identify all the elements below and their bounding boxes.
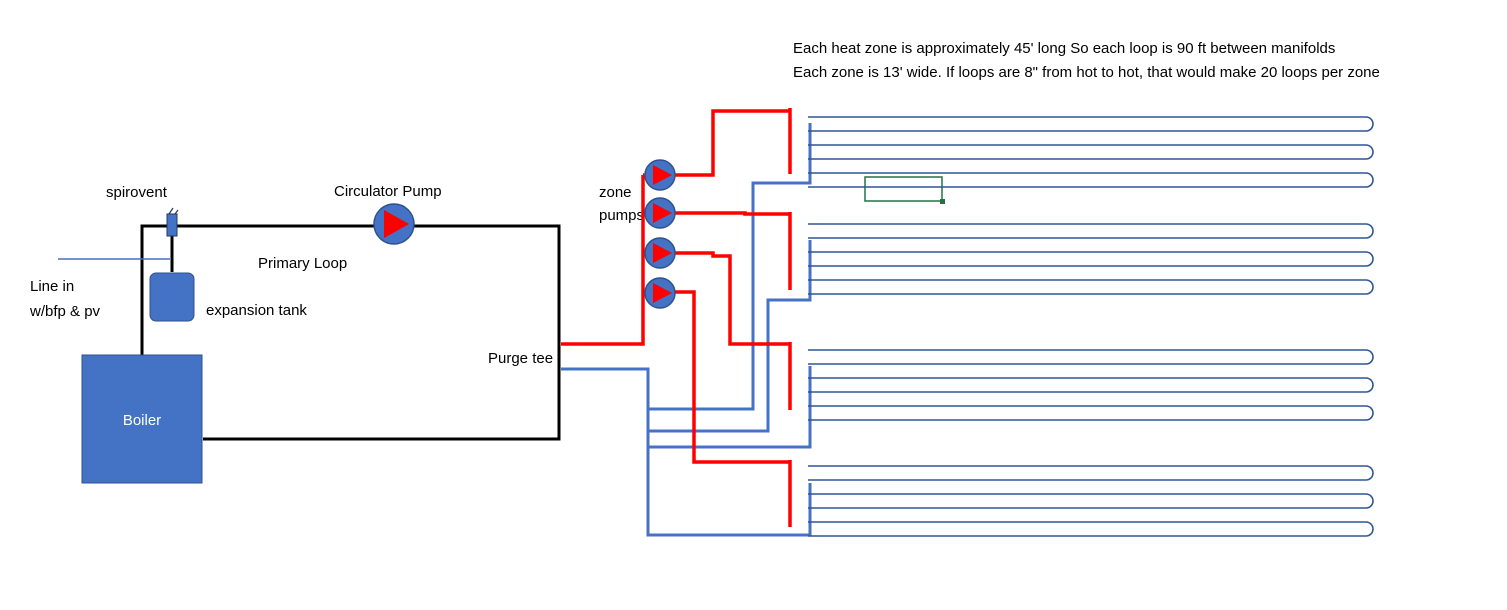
primary-loop-piping [140,224,561,441]
heating-loop [808,172,1374,188]
heating-loop [808,251,1374,267]
purge-tee-label: Purge tee [488,350,553,367]
zone-pump-1-icon [644,159,676,191]
heating-loop [808,377,1374,393]
fill-handle[interactable] [940,199,945,204]
circulator-pump-label: Circulator Pump [334,183,442,200]
loop-zone-4 [808,465,1374,537]
expansion-tank [149,272,195,322]
supply-piping [561,109,790,464]
boiler [81,354,203,484]
boiler-label: Boiler [123,412,161,429]
heating-loop [808,279,1374,295]
loop-zone-1 [808,116,1374,188]
expansion-tank-label: expansion tank [206,302,307,319]
selected-cell[interactable] [864,176,945,204]
line-in-label-2: w/bfp & pv [29,303,101,320]
circulator-pump-icon [373,203,415,245]
spirovent-label: spirovent [106,184,168,201]
heating-loop [808,405,1374,421]
heating-loop [808,144,1374,160]
zone-pump-2-icon [644,197,676,229]
loop-zone-3 [808,349,1374,421]
zone-pump-4-icon [644,277,676,309]
note-line-2: Each zone is 13' wide. If loops are 8" f… [793,64,1380,81]
heating-loop [808,493,1374,509]
spirovent-icon [166,207,179,237]
zone-pumps-label-1: zone [599,184,632,201]
loop-zone-2 [808,223,1374,295]
heating-loop [808,465,1374,481]
heating-loops [808,116,1374,537]
zone-pumps-label-2: pumps [599,207,644,224]
note-line-1: Each heat zone is approximately 45' long… [793,40,1335,57]
zone-pump-3-icon [644,237,676,269]
heating-loop [808,349,1374,365]
heating-loop [808,116,1374,132]
line-in-label-1: Line in [30,278,74,295]
heating-loop [808,521,1374,537]
heating-loop [808,223,1374,239]
primary-loop-label: Primary Loop [258,255,347,272]
